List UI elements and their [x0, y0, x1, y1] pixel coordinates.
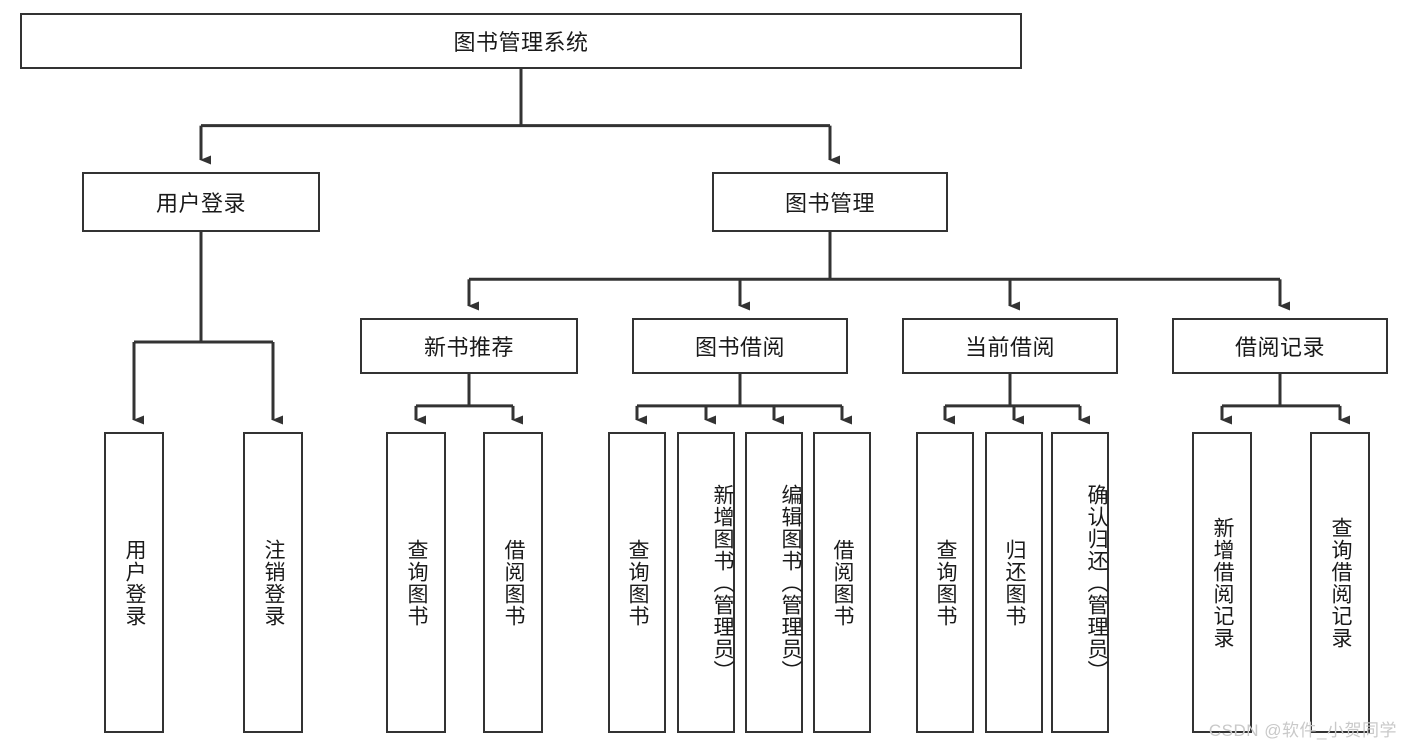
connector-trunk-newbook	[416, 374, 513, 408]
csdn-watermark: CSDN @软件_小贺同学	[1208, 721, 1397, 740]
node-label: 新增图书（管理员）	[711, 483, 734, 682]
node-label: 图书管理	[784, 191, 875, 216]
node-leaf-rec-1[interactable]: 新增借阅记录	[1192, 432, 1252, 733]
node-current[interactable]: 当前借阅	[902, 318, 1118, 374]
connector-trunk-root	[201, 69, 830, 128]
node-leaf-borrow-4[interactable]: 借阅图书	[813, 432, 871, 733]
node-label: 用户登录	[123, 538, 147, 627]
node-label: 借阅图书	[831, 538, 855, 627]
node-newbook[interactable]: 新书推荐	[360, 318, 578, 374]
node-records[interactable]: 借阅记录	[1172, 318, 1388, 374]
node-label: 归还图书	[1003, 538, 1027, 627]
node-label: 新增借阅记录	[1211, 516, 1235, 649]
node-label: 确认归还（管理员）	[1085, 483, 1108, 682]
node-leaf-borrow-2[interactable]: 新增图书（管理员）	[677, 432, 735, 733]
node-borrow[interactable]: 图书借阅	[632, 318, 848, 374]
connector-trunk-borrow	[637, 374, 842, 408]
node-label: 查询借阅记录	[1329, 516, 1353, 649]
node-leaf-borrow-1[interactable]: 查询图书	[608, 432, 666, 733]
node-leaf-borrow-3[interactable]: 编辑图书（管理员）	[745, 432, 803, 733]
node-label: 编辑图书（管理员）	[779, 483, 802, 682]
node-label: 图书借阅	[694, 335, 785, 360]
node-label: 借阅记录	[1234, 335, 1325, 360]
node-label: 查询图书	[934, 538, 958, 627]
node-label: 查询图书	[405, 538, 429, 627]
connector-trunk-login	[134, 232, 273, 344]
node-label: 用户登录	[155, 191, 246, 216]
node-label: 注销登录	[262, 538, 286, 627]
connector-trunk-bookmgmt	[469, 232, 1280, 281]
node-root[interactable]: 图书管理系统	[20, 13, 1022, 69]
node-label: 图书管理系统	[453, 30, 589, 55]
node-leaf-new-2[interactable]: 借阅图书	[483, 432, 543, 733]
node-bookmgmt[interactable]: 图书管理	[712, 172, 948, 232]
node-leaf-cur-3[interactable]: 确认归还（管理员）	[1051, 432, 1109, 733]
node-label: 新书推荐	[423, 335, 514, 360]
node-leaf-cur-1[interactable]: 查询图书	[916, 432, 974, 733]
node-label: 查询图书	[626, 538, 650, 627]
node-leaf-cur-2[interactable]: 归还图书	[985, 432, 1043, 733]
node-leaf-login-2[interactable]: 注销登录	[243, 432, 303, 733]
connector-trunk-records	[1222, 374, 1340, 408]
node-leaf-new-1[interactable]: 查询图书	[386, 432, 446, 733]
node-label: 当前借阅	[964, 335, 1055, 360]
node-label: 借阅图书	[502, 538, 526, 627]
node-leaf-rec-2[interactable]: 查询借阅记录	[1310, 432, 1370, 733]
node-leaf-login-1[interactable]: 用户登录	[104, 432, 164, 733]
connector-trunk-current	[945, 374, 1080, 408]
node-login[interactable]: 用户登录	[82, 172, 320, 232]
